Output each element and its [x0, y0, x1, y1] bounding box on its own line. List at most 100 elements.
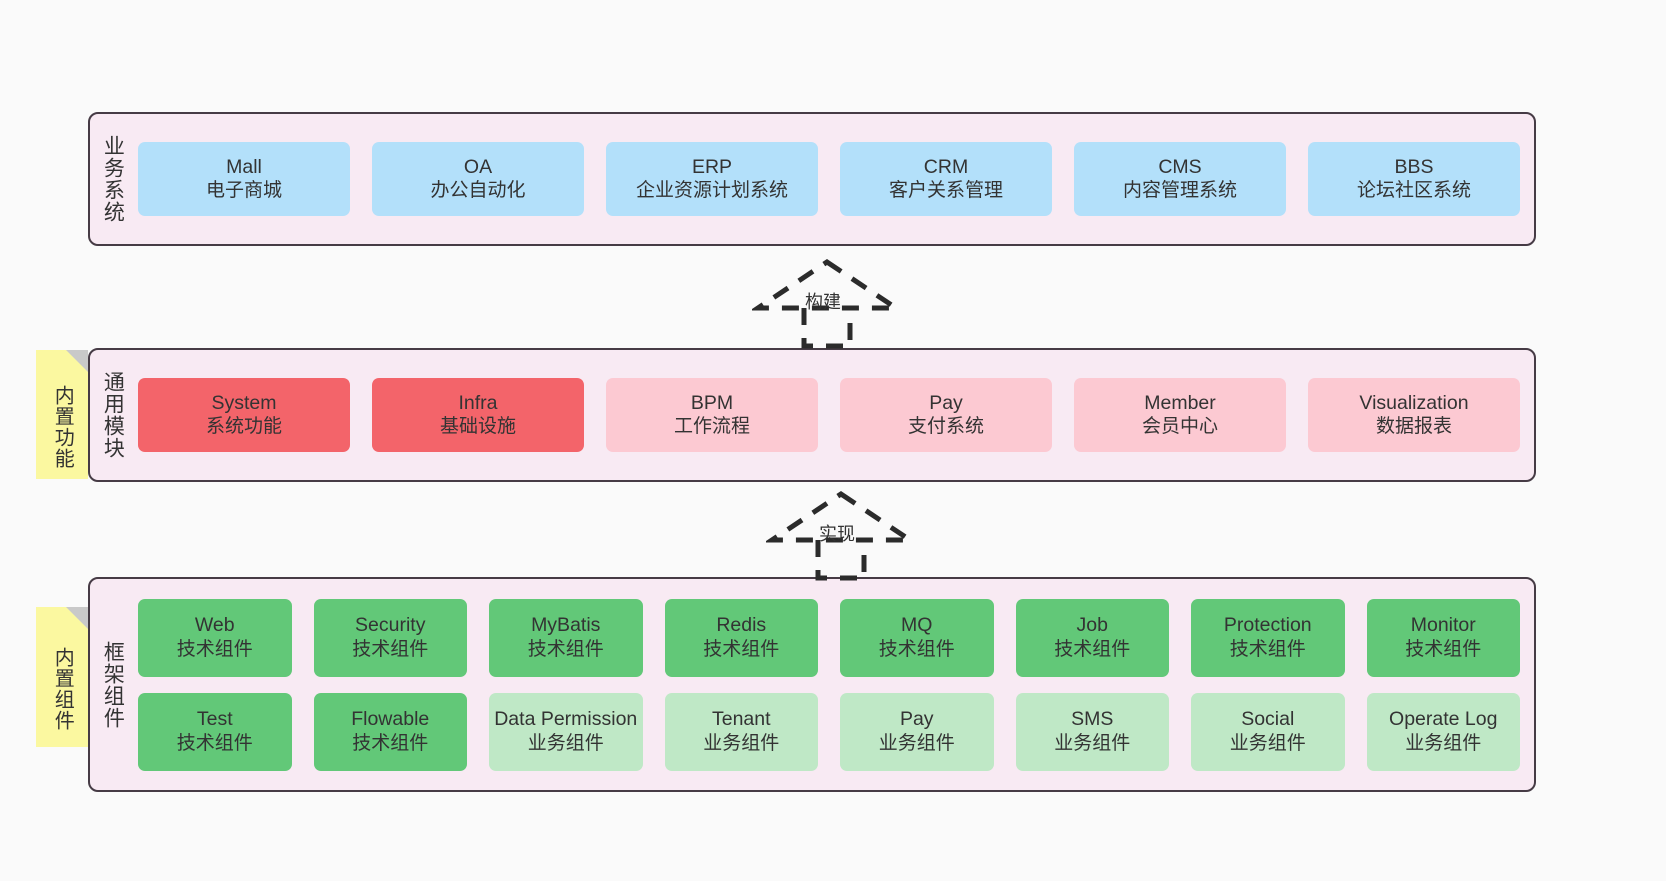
layer-title-module: 通用模块 — [101, 371, 125, 459]
sticky-note-builtin-components-label: 内置组件 — [51, 647, 74, 731]
arrow-build: 构建 — [752, 256, 902, 351]
card-title-en: MQ — [901, 614, 933, 637]
card-subtitle-cn: 业务组件 — [1229, 732, 1306, 754]
card-subtitle-cn: 办公自动化 — [430, 180, 526, 202]
card-title-en: Member — [1144, 391, 1216, 414]
card-subtitle-cn: 数据报表 — [1375, 416, 1452, 438]
card-title-en: Redis — [716, 614, 767, 637]
arrow-implement-glyph — [766, 490, 916, 581]
card-title-en: Pay — [899, 708, 934, 731]
card-subtitle-cn: 业务组件 — [703, 732, 780, 754]
card-subtitle-cn: 技术组件 — [527, 638, 604, 660]
card-subtitle-cn: 客户关系管理 — [888, 180, 1003, 202]
card-title-en: SMS — [1071, 708, 1114, 731]
card-subtitle-cn: 企业资源计划系统 — [635, 180, 788, 202]
card-title-en: Job — [1076, 614, 1108, 637]
card-subtitle-cn: 业务组件 — [878, 732, 955, 754]
card-title-en: Infra — [458, 391, 498, 414]
arrow-implement-label: 实现 — [819, 524, 855, 544]
card-subtitle-cn: 技术组件 — [1229, 638, 1306, 660]
card-title-en: Visualization — [1359, 391, 1469, 414]
card-title-en: Web — [194, 614, 235, 637]
card-title-en: Operate Log — [1389, 708, 1498, 731]
card-subtitle-cn: 技术组件 — [703, 638, 780, 660]
card-subtitle-cn: 技术组件 — [1405, 638, 1482, 660]
card-subtitle-cn: 论坛社区系统 — [1356, 180, 1471, 202]
card-title-en: ERP — [691, 155, 733, 178]
card-subtitle-cn: 技术组件 — [878, 638, 955, 660]
card-title-en: CRM — [923, 155, 969, 178]
card-title-en: BPM — [690, 391, 734, 414]
card-subtitle-cn: 内容管理系统 — [1122, 180, 1237, 202]
card-title-en: System — [211, 391, 277, 414]
layer-title-business: 业务系统 — [101, 135, 125, 223]
layer-title-framework: 框架组件 — [101, 640, 125, 729]
card-subtitle-cn: 系统功能 — [205, 416, 282, 438]
card-title-en: CMS — [1158, 155, 1202, 178]
card-subtitle-cn: 技术组件 — [352, 732, 429, 754]
card-title-en: Social — [1241, 708, 1295, 731]
card-title-en: BBS — [1394, 155, 1434, 178]
card-title-en: Security — [355, 614, 426, 637]
card-subtitle-cn: 业务组件 — [1405, 732, 1482, 754]
card-title-en: OA — [463, 155, 493, 178]
arrow-implement: 实现 — [766, 488, 916, 583]
card-subtitle-cn: 技术组件 — [1054, 638, 1131, 660]
card-subtitle-cn: 会员中心 — [1141, 416, 1218, 438]
card-subtitle-cn: 业务组件 — [527, 732, 604, 754]
card-title-en: Tenant — [711, 708, 771, 731]
card-subtitle-cn: 业务组件 — [1054, 732, 1131, 754]
card-subtitle-cn: 技术组件 — [176, 732, 253, 754]
card-title-en: Flowable — [351, 708, 430, 731]
card-title-en: Mall — [226, 155, 262, 178]
card-subtitle-cn: 技术组件 — [176, 638, 253, 660]
sticky-fold-icon — [66, 350, 88, 372]
card-subtitle-cn: 工作流程 — [673, 416, 750, 438]
card-subtitle-cn: 支付系统 — [907, 416, 984, 438]
card-title-en: Data Permission — [494, 708, 638, 731]
card-title-en: Protection — [1223, 614, 1312, 637]
card-subtitle-cn: 电子商城 — [205, 180, 282, 202]
card-title-en: Test — [196, 708, 233, 731]
arrow-build-glyph — [752, 258, 902, 349]
card-title-en: Pay — [929, 391, 963, 414]
sticky-note-builtin-components: 内置组件 — [36, 607, 88, 747]
